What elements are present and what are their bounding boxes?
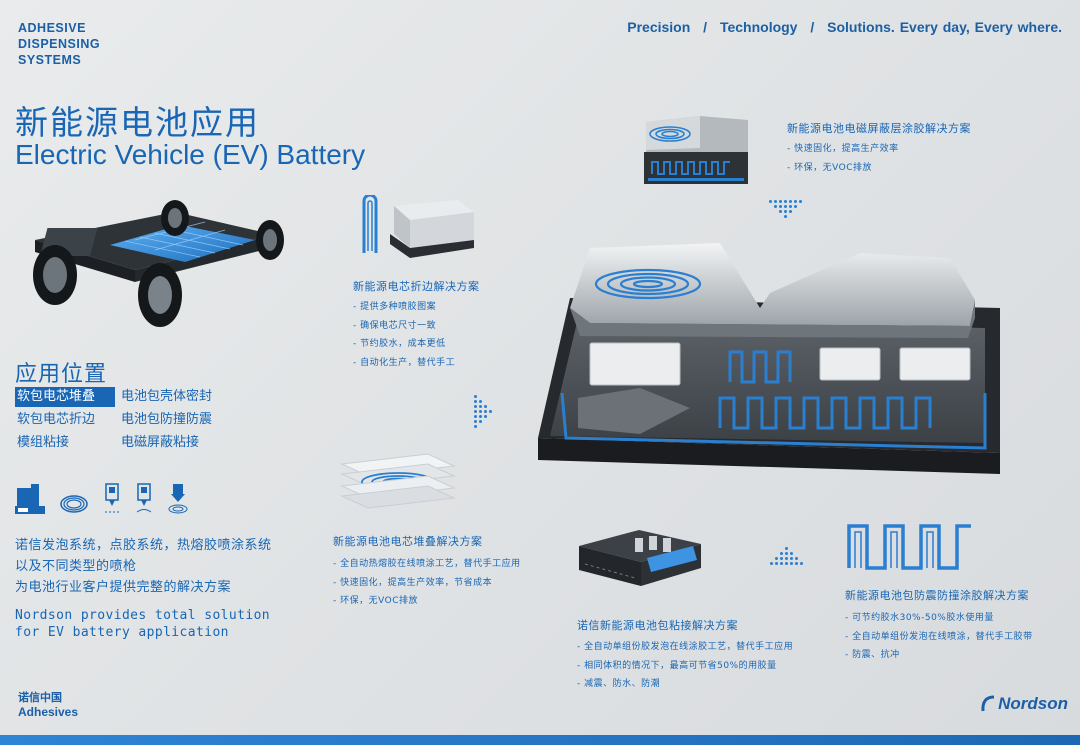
pack-solution-title: 诺信新能源电池包粘接解决方案 xyxy=(577,619,738,632)
location-item[interactable]: 电磁屏蔽粘接 xyxy=(121,435,200,450)
fold-solution-bullets: - 提供多种喷胶图案 - 确保电芯尺寸一致 - 节约胶水，成本更低 - 自动化生… xyxy=(353,298,455,372)
spray-nozzle-icon xyxy=(168,484,188,514)
folded-cell-illustration xyxy=(390,200,474,258)
shock-solution-bullets: - 可节约胶水30%-50%胶水使用量 - 全自动单组份发泡在线喷涂，替代手工胶… xyxy=(845,609,1033,665)
description-line: 诺信发泡系统，点胶系统，热熔胶喷涂系统 xyxy=(15,538,272,553)
bullet-item: - 可节约胶水30%-50%胶水使用量 xyxy=(845,613,994,623)
fold-pattern-icon xyxy=(362,195,378,253)
brand-line: SYSTEMS xyxy=(18,53,82,67)
description-line: 以及不同类型的喷枪 xyxy=(15,559,137,574)
tagline-separator: / xyxy=(703,19,708,35)
stack-solution-bullets: - 全自动热熔胶在线喷涂工艺，替代手工应用 - 快速固化，提高生产效率，节省成本… xyxy=(333,555,521,611)
bullet-item: - 全自动单组份胶发泡在线涂胶工艺，替代手工应用 xyxy=(577,642,794,652)
stacked-cells-illustration xyxy=(340,453,456,509)
description-line: for EV battery application xyxy=(15,625,229,640)
bullet-item: - 减震、防水、防潮 xyxy=(577,679,661,689)
page-title-en: Electric Vehicle (EV) Battery xyxy=(15,139,366,170)
brand-line: DISPENSING xyxy=(18,37,101,51)
dispense-valve-icon xyxy=(105,483,119,513)
bullet-item: - 快速固化，提高生产效率 xyxy=(787,144,899,154)
bullet-item: - 环保，无VOC排放 xyxy=(787,162,872,173)
battery-pack-illustration xyxy=(538,243,1000,474)
shock-solution-title: 新能源电池包防震防撞涂胶解决方案 xyxy=(845,589,1029,602)
battery-module-illustration xyxy=(579,530,701,586)
emi-solution-bullets: - 快速固化，提高生产效率 - 环保，无VOC排放 xyxy=(787,140,899,177)
bullet-item: - 确保电芯尺寸一致 xyxy=(353,320,437,331)
brand-line: ADHESIVE xyxy=(18,21,86,35)
locations-grid: 软包电芯堆叠 电池包壳体密封 软包电芯折边 电池包防撞防震 模组粘接 电磁屏蔽粘… xyxy=(15,387,255,453)
bullet-item: - 全自动单组份发泡在线喷涂，替代手工胶带 xyxy=(845,631,1033,642)
page-title-cn: 新能源电池应用 xyxy=(15,103,260,142)
footer-cn: 诺信中国 xyxy=(18,691,62,704)
hose-icon xyxy=(60,495,88,513)
locations-title: 应用位置 xyxy=(15,362,108,387)
description-en: Nordson provides total solution for EV b… xyxy=(15,607,270,641)
bullet-item: - 全自动热熔胶在线喷涂工艺，替代手工应用 xyxy=(333,559,521,569)
stack-solution-title: 新能源电池电芯堆叠解决方案 xyxy=(333,535,483,548)
nordson-logo-mark-icon xyxy=(981,695,995,712)
tagline-separator: / xyxy=(810,19,815,35)
location-item[interactable]: 电池包壳体密封 xyxy=(121,389,213,404)
bullet-item: - 防震、抗冲 xyxy=(845,650,900,660)
ev-chassis-illustration xyxy=(33,200,284,327)
tagline-part: Precision xyxy=(627,19,691,35)
tagline-part: Solutions. Every day, Every where. xyxy=(827,19,1062,35)
description-line: 为电池行业客户提供完整的解决方案 xyxy=(15,580,232,595)
nordson-logo: Nordson xyxy=(980,694,1068,714)
arrow-up-dots-icon xyxy=(770,547,803,565)
description-line: Nordson provides total solution xyxy=(15,608,271,623)
product-icon-row xyxy=(15,478,189,514)
location-item[interactable]: 软包电芯折边 xyxy=(17,412,96,427)
spray-gun-icon xyxy=(136,483,152,513)
foam-dispenser-icon xyxy=(15,484,45,514)
tagline-part: Technology xyxy=(719,19,798,35)
bullet-item: - 环保，无VOC排放 xyxy=(333,596,418,606)
location-item-selected[interactable]: 软包电芯堆叠 xyxy=(15,387,115,407)
bullet-item: - 节约胶水，成本更低 xyxy=(353,339,446,349)
bottom-bar xyxy=(0,735,1080,745)
footer-en: Adhesives xyxy=(18,705,79,719)
brand-logo-text: ADHESIVE DISPENSING SYSTEMS xyxy=(18,20,138,68)
arrow-down-dots-icon xyxy=(769,200,802,218)
bullet-item: - 快速固化，提高生产效率，节省成本 xyxy=(333,577,493,588)
shock-pattern-icon xyxy=(847,524,971,570)
emi-solution-title: 新能源电池电磁屏蔽层涂胶解决方案 xyxy=(787,122,971,135)
description-cn: 诺信发泡系统，点胶系统，热熔胶喷涂系统 以及不同类型的喷枪 为电池行业客户提供完… xyxy=(15,535,305,598)
location-item[interactable]: 电池包防撞防震 xyxy=(121,412,213,427)
bullet-item: - 相同体积的情况下，最高可节省50%的用胶量 xyxy=(577,660,777,671)
bullet-item: - 自动化生产，替代手工 xyxy=(353,357,456,368)
emi-shield-module-illustration xyxy=(644,116,748,184)
tagline: Precision / Technology / Solutions. Ever… xyxy=(623,19,1066,35)
pack-solution-bullets: - 全自动单组份胶发泡在线涂胶工艺，替代手工应用 - 相同体积的情况下，最高可节… xyxy=(577,638,793,694)
arrow-right-dots-icon xyxy=(474,395,492,428)
location-item[interactable]: 模组粘接 xyxy=(17,435,70,450)
fold-solution-title: 新能源电芯折边解决方案 xyxy=(353,280,480,293)
bullet-item: - 提供多种喷胶图案 xyxy=(353,302,437,312)
nordson-logo-text: Nordson xyxy=(998,694,1068,713)
